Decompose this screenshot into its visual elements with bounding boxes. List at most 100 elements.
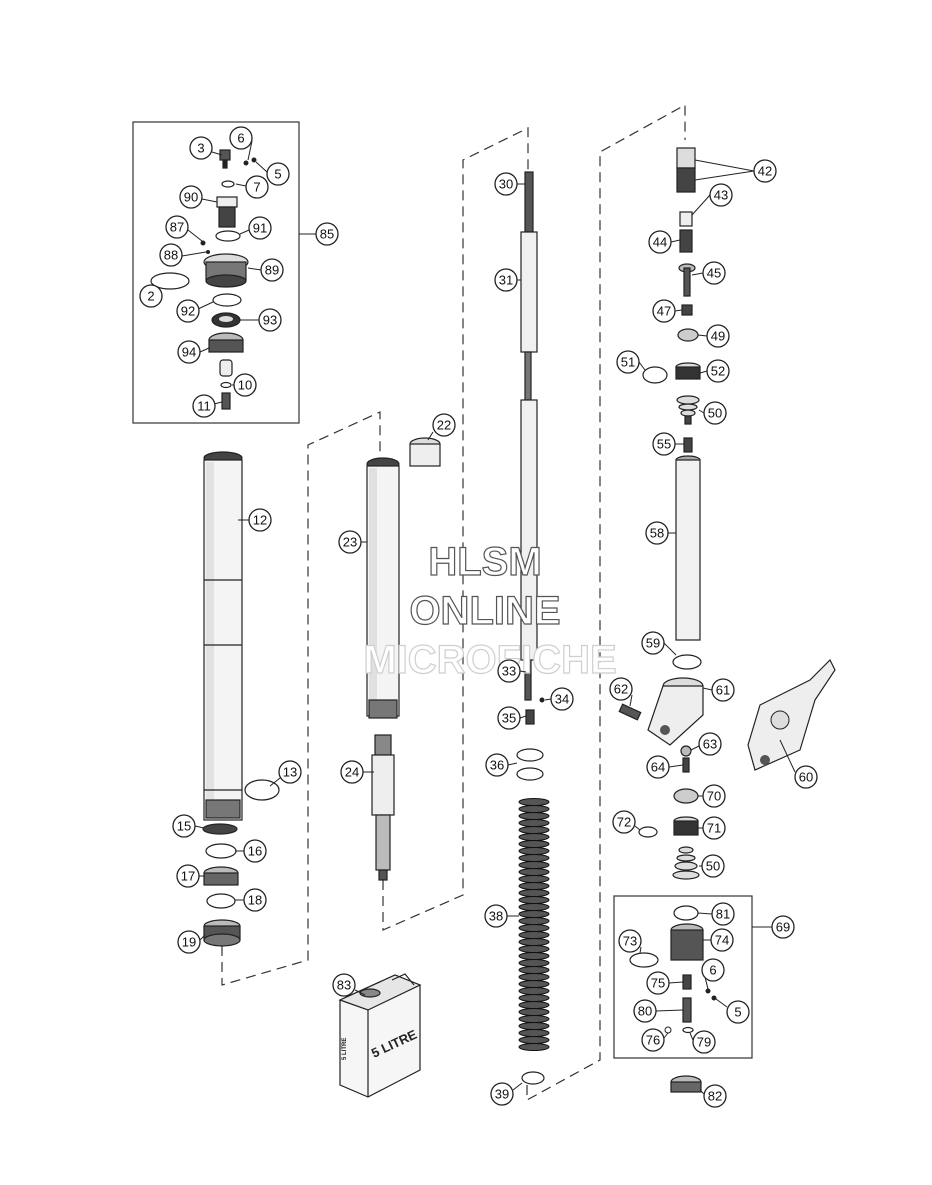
callout-22: 22 <box>432 413 456 437</box>
spring-coil <box>518 840 550 848</box>
svg-text:69: 69 <box>776 920 790 935</box>
spring-coil <box>518 945 550 953</box>
spring-guide <box>526 103 686 1102</box>
svg-text:17: 17 <box>181 869 195 884</box>
svg-text:47: 47 <box>657 304 671 319</box>
leader-line <box>655 1009 684 1012</box>
part-7-oring <box>221 180 235 188</box>
leader-line <box>512 1082 523 1091</box>
svg-text:87: 87 <box>170 220 184 235</box>
svg-text:51: 51 <box>621 355 635 370</box>
callout-62: 62 <box>609 677 633 701</box>
callout-60: 60 <box>794 765 818 789</box>
callout-45: 45 <box>702 261 726 285</box>
part-70-shim <box>673 788 699 804</box>
leader-line <box>197 301 214 310</box>
leader-line <box>194 825 205 829</box>
callout-42: 42 <box>753 159 777 183</box>
callout-93: 93 <box>258 308 282 332</box>
leader-line <box>690 745 700 751</box>
leader-line <box>715 998 728 1008</box>
part-55-nut <box>683 437 693 453</box>
leader-line <box>639 946 642 954</box>
callout-7: 7 <box>245 175 269 199</box>
part-36-ring-b <box>516 767 544 781</box>
part-12-outer-tube <box>203 451 243 821</box>
callout-92: 92 <box>176 299 200 323</box>
leader-line <box>691 272 704 276</box>
spring-coil <box>518 875 550 883</box>
part-73-oring <box>629 952 659 968</box>
callout-74: 74 <box>710 928 734 952</box>
svg-text:71: 71 <box>707 821 721 836</box>
svg-text:43: 43 <box>714 188 728 203</box>
leader-line <box>668 981 684 984</box>
part-50-shims-top <box>676 395 700 425</box>
leader-line <box>519 715 527 719</box>
svg-text:52: 52 <box>711 364 725 379</box>
outer-tube-guide <box>221 411 381 986</box>
spring-coil <box>518 819 550 827</box>
part-74-valve-body <box>670 923 704 961</box>
svg-text:3: 3 <box>197 141 204 156</box>
callout-64: 64 <box>646 755 670 779</box>
callout-31: 31 <box>494 268 518 292</box>
leader-lines <box>181 140 796 1095</box>
svg-text:50: 50 <box>706 859 720 874</box>
callout-94: 94 <box>177 340 201 364</box>
leader-line <box>702 687 713 691</box>
svg-text:82: 82 <box>708 1089 722 1104</box>
callout-89: 89 <box>260 258 284 282</box>
leader-line <box>247 140 253 161</box>
part-88-ball <box>206 250 210 254</box>
part-94-nut <box>208 332 244 353</box>
part-42-43-bolt <box>676 147 696 193</box>
leader-line <box>698 409 705 414</box>
part-34-ball <box>539 697 545 703</box>
leader-line <box>638 361 646 371</box>
part-10-bushing-piece <box>219 359 233 377</box>
leader-line <box>519 670 527 673</box>
callout-61: 61 <box>711 678 735 702</box>
svg-text:61: 61 <box>716 683 730 698</box>
svg-text:49: 49 <box>711 329 725 344</box>
svg-text:45: 45 <box>707 266 721 281</box>
oil-can-side-label: 5 LITRE <box>342 1038 348 1060</box>
svg-text:75: 75 <box>651 976 665 991</box>
callout-82: 82 <box>703 1084 727 1108</box>
part-63-64-bleed <box>680 745 692 773</box>
part-44-nut <box>679 229 693 253</box>
part-50-shims-bottom <box>672 846 700 880</box>
svg-text:36: 36 <box>490 758 504 773</box>
svg-text:63: 63 <box>703 737 717 752</box>
leader-line <box>211 151 223 156</box>
leader-line <box>691 194 711 216</box>
part-47-nut <box>681 304 693 316</box>
spring-coil <box>518 1022 550 1030</box>
spring-coil <box>518 861 550 869</box>
callout-71: 71 <box>702 816 726 840</box>
callout-6: 6 <box>229 126 253 150</box>
callout-72: 72 <box>612 810 636 834</box>
spring-coil <box>518 903 550 911</box>
leader-line <box>663 1032 669 1039</box>
part-15-bushing <box>202 823 238 835</box>
callout-11: 11 <box>192 394 216 418</box>
part-82-cap <box>670 1075 702 1093</box>
spring-coil <box>518 826 550 834</box>
callout-18: 18 <box>243 888 267 912</box>
spring-coil <box>518 1036 550 1044</box>
svg-text:50: 50 <box>708 406 722 421</box>
callout-55: 55 <box>652 432 676 456</box>
callout-layer: 2 3 5 5 6 6 7 10 11 12 13 15 16 17 18 19… <box>139 126 818 1108</box>
spring-coil <box>518 994 550 1002</box>
svg-text:91: 91 <box>253 221 267 236</box>
part-71-piston <box>673 816 699 836</box>
callout-70: 70 <box>702 784 726 808</box>
svg-text:89: 89 <box>265 263 279 278</box>
svg-text:19: 19 <box>182 935 196 950</box>
part-2-oring <box>150 272 190 290</box>
part-17-seal <box>203 866 239 886</box>
part-81-oring <box>673 905 699 921</box>
leader-line <box>629 694 633 707</box>
